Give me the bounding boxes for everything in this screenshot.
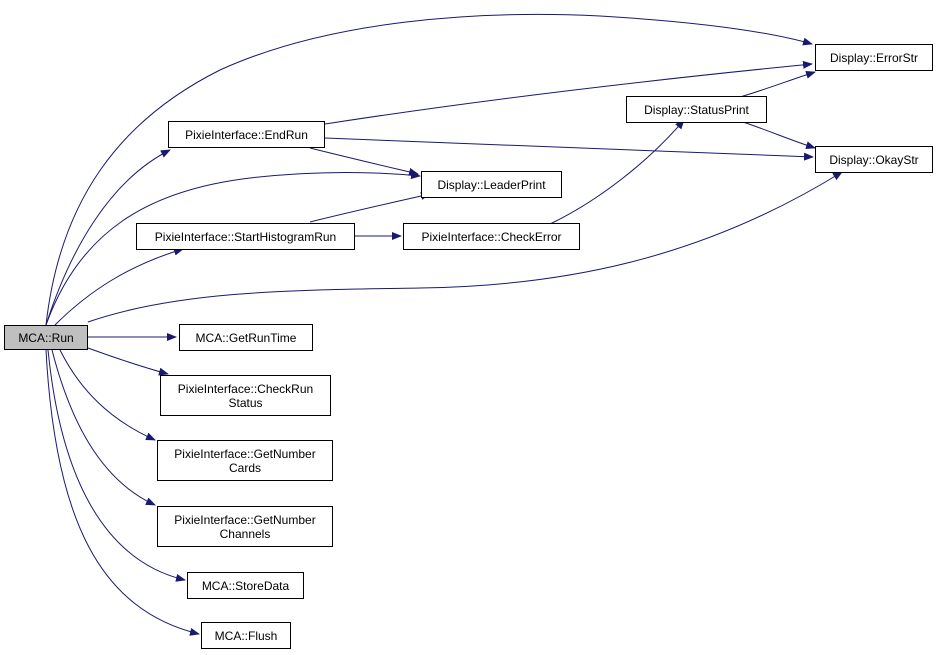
edge-run-to-start-histogram-run <box>54 247 184 326</box>
edge-run-to-check-run-status <box>87 347 169 376</box>
edge-status-print-to-okay-str <box>739 120 816 150</box>
edge-run-to-okay-str <box>87 171 843 323</box>
node-error-str[interactable]: Display::ErrorStr <box>815 44 933 71</box>
edge-end-run-to-leader-print <box>309 147 419 176</box>
node-error-str-label: Display::ErrorStr <box>829 50 918 65</box>
edge-check-error-to-status-print <box>549 119 685 225</box>
node-end-run-label: PixieInterface::EndRun <box>185 127 308 142</box>
node-get-number-cards[interactable]: PixieInterface::GetNumber Cards <box>157 440 333 481</box>
node-flush[interactable]: MCA::Flush <box>201 622 291 649</box>
node-check-error-label: PixieInterface::CheckError <box>421 229 562 244</box>
edge-status-print-to-error-str <box>739 70 816 98</box>
node-get-run-time-label: MCA::GetRunTime <box>195 330 297 345</box>
node-get-number-channels-label-2: Channels <box>219 526 271 541</box>
node-get-number-channels[interactable]: PixieInterface::GetNumber Channels <box>157 506 333 547</box>
node-get-number-cards-label-1: PixieInterface::GetNumber <box>174 446 316 461</box>
node-flush-label: MCA::Flush <box>214 628 278 643</box>
edge-run-to-error-str <box>45 13 813 326</box>
node-get-number-channels-label-1: PixieInterface::GetNumber <box>174 512 316 527</box>
edge-end-run-to-okay-str <box>324 137 814 161</box>
node-mca-run: MCA::Run <box>4 325 88 350</box>
node-check-run-status[interactable]: PixieInterface::CheckRun Status <box>160 375 331 416</box>
node-store-data-label: MCA::StoreData <box>201 578 290 593</box>
node-start-histogram-run[interactable]: PixieInterface::StartHistogramRun <box>136 223 355 250</box>
edge-run-to-flush <box>45 349 200 636</box>
edge-run-to-end-run <box>45 149 171 326</box>
edge-end-run-to-error-str <box>324 60 813 125</box>
node-start-histogram-run-label: PixieInterface::StartHistogramRun <box>154 229 337 244</box>
node-check-run-status-label-1: PixieInterface::CheckRun <box>177 381 314 396</box>
node-store-data[interactable]: MCA::StoreData <box>187 572 304 599</box>
edge-run-to-get-number-channels <box>51 349 156 506</box>
node-end-run[interactable]: PixieInterface::EndRun <box>168 121 325 148</box>
node-okay-str[interactable]: Display::OkayStr <box>815 146 933 173</box>
edge-run-to-leader-print <box>45 171 421 326</box>
edge-run-to-store-data <box>47 349 186 582</box>
node-get-number-cards-label-2: Cards <box>228 460 261 475</box>
edge-start-histogram-run-to-leader-print <box>309 192 431 223</box>
node-check-run-status-label-2: Status <box>228 395 263 410</box>
node-leader-print[interactable]: Display::LeaderPrint <box>421 171 562 198</box>
node-status-print[interactable]: Display::StatusPrint <box>626 96 767 123</box>
node-okay-str-label: Display::OkayStr <box>829 152 919 167</box>
node-get-run-time[interactable]: MCA::GetRunTime <box>179 324 313 351</box>
node-leader-print-label: Display::LeaderPrint <box>437 177 546 192</box>
edge-run-to-get-number-cards <box>59 349 156 441</box>
node-status-print-label: Display::StatusPrint <box>644 102 749 117</box>
node-check-error[interactable]: PixieInterface::CheckError <box>403 223 580 250</box>
node-mca-run-label: MCA::Run <box>18 330 74 345</box>
